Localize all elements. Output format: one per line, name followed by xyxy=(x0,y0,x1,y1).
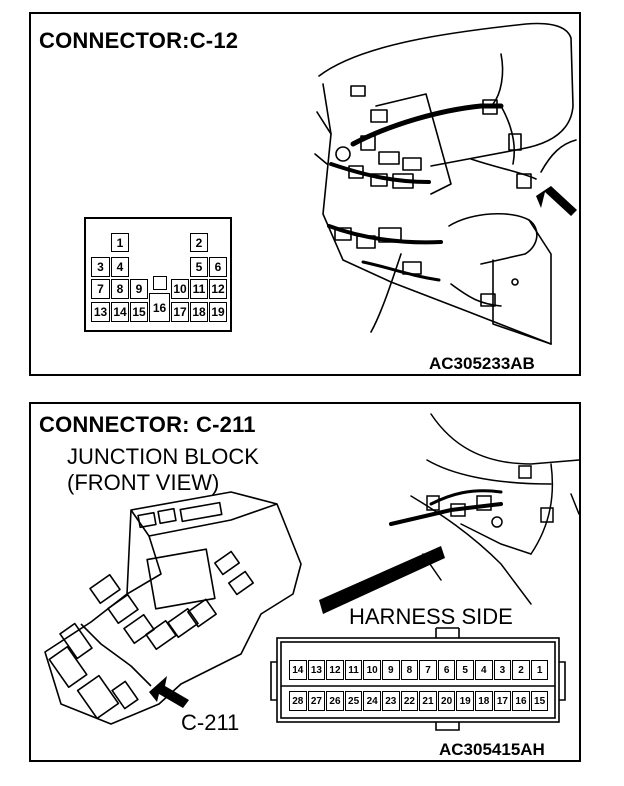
harness-pin-13: 13 xyxy=(307,660,326,680)
pin-13: 13 xyxy=(91,302,110,322)
harness-pin-11: 11 xyxy=(344,660,363,680)
connector-c211-code: AC305415AH xyxy=(439,740,545,759)
harness-pin-27: 27 xyxy=(307,691,326,711)
harness-pin-18: 18 xyxy=(475,691,493,711)
pin-17: 17 xyxy=(171,302,189,322)
harness-side-label: HARNESS SIDE xyxy=(349,604,513,629)
harness-pin-5: 5 xyxy=(456,660,474,680)
harness-pin-8: 8 xyxy=(400,660,419,680)
pin-12: 12 xyxy=(209,279,227,299)
c211-callout-label: C-211 xyxy=(181,710,240,735)
pin-10: 10 xyxy=(171,279,189,299)
harness-pin-20: 20 xyxy=(437,691,456,711)
harness-pin-10: 10 xyxy=(363,660,381,680)
harness-pin-12: 12 xyxy=(326,660,344,680)
harness-pin-14: 14 xyxy=(289,660,307,680)
harness-pin-1: 1 xyxy=(530,660,549,680)
junction-block-illustration xyxy=(44,413,580,731)
pin-3: 3 xyxy=(91,257,110,277)
pin-11: 11 xyxy=(190,279,208,299)
pin-1: 1 xyxy=(111,233,129,252)
harness-pin-17: 17 xyxy=(493,691,512,711)
harness-pin-28: 28 xyxy=(289,691,307,711)
connector-c12-code: AC305233AB xyxy=(429,354,535,373)
harness-pin-6: 6 xyxy=(437,660,456,680)
dashboard-harness-illustration xyxy=(314,22,577,345)
pin-8: 8 xyxy=(111,279,129,299)
pin-keyway xyxy=(153,276,167,290)
connector-c211-title: CONNECTOR: C-211 xyxy=(39,412,256,437)
c211-locator-wedge xyxy=(319,546,445,614)
harness-pin-23: 23 xyxy=(382,691,400,711)
harness-pin-19: 19 xyxy=(456,691,474,711)
connector-c211-panel: CONNECTOR: C-211 JUNCTION BLOCK (FRONT V… xyxy=(29,402,581,762)
harness-pin-25: 25 xyxy=(344,691,363,711)
harness-pin-21: 21 xyxy=(419,691,437,711)
pin-2: 2 xyxy=(190,233,208,252)
connector-c12-title: CONNECTOR:C-12 xyxy=(39,28,239,53)
pin-16: 16 xyxy=(149,293,170,322)
junction-block-label: JUNCTION BLOCK xyxy=(67,444,259,469)
pin-15: 15 xyxy=(130,302,148,322)
pin-19: 19 xyxy=(209,302,227,322)
locator-arrow xyxy=(536,186,577,216)
harness-pin-3: 3 xyxy=(493,660,512,680)
harness-pin-2: 2 xyxy=(512,660,530,680)
pin-14: 14 xyxy=(111,302,129,322)
harness-pin-15: 15 xyxy=(530,691,549,711)
harness-pin-9: 9 xyxy=(382,660,400,680)
harness-pin-26: 26 xyxy=(326,691,344,711)
harness-pin-7: 7 xyxy=(419,660,437,680)
pin-18: 18 xyxy=(190,302,208,322)
pin-9: 9 xyxy=(130,279,148,299)
harness-pin-4: 4 xyxy=(475,660,493,680)
pin-5: 5 xyxy=(190,257,208,277)
c211-pointer-arrow xyxy=(149,676,189,708)
pin-7: 7 xyxy=(91,279,110,299)
harness-pin-16: 16 xyxy=(512,691,530,711)
harness-pin-22: 22 xyxy=(400,691,419,711)
connector-c12-face xyxy=(84,217,232,332)
connector-c12-panel: CONNECTOR:C-12 1 2 3 4 5 6 7 8 9 10 11 1… xyxy=(29,12,581,376)
front-view-label: (FRONT VIEW) xyxy=(67,470,220,495)
harness-pin-24: 24 xyxy=(363,691,381,711)
pin-6: 6 xyxy=(209,257,227,277)
pin-4: 4 xyxy=(111,257,129,277)
